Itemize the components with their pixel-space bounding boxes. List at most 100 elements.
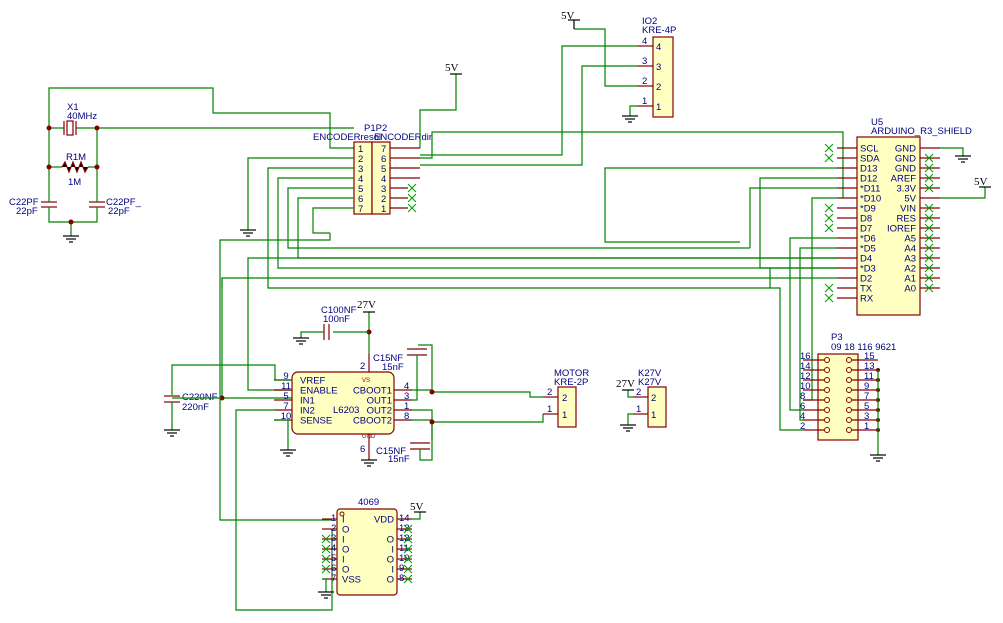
l6203-pin-name: VREF	[300, 376, 326, 387]
u4069-pin-number: 12	[399, 533, 410, 544]
p3-pin-number: 7	[864, 391, 869, 402]
u5-pin-label: 5V	[904, 194, 916, 205]
no-connect-marker	[824, 143, 834, 153]
no-connect-marker	[403, 554, 413, 564]
no-connect-marker	[403, 534, 413, 544]
u5-pin-label: D8	[860, 214, 872, 225]
u4069-pin-number: 8	[399, 573, 404, 584]
u4069-pin-name: I	[391, 565, 394, 576]
power-5v-label: 5V	[410, 501, 424, 513]
l6203-pin-name: OUT1	[367, 396, 392, 407]
no-connect-marker	[403, 564, 413, 574]
u4069-pin-number: 7	[331, 573, 336, 584]
u5-pin-label: AREF	[891, 174, 917, 185]
l6203-pin-name: OUT2	[367, 406, 392, 417]
u4069-pin-name: I	[391, 545, 394, 556]
p3-pin-number: 10	[800, 381, 811, 392]
u5-pin-label: D4	[860, 254, 872, 265]
cap-c220nf-value: 220nF	[182, 402, 209, 413]
power-5v-label: 5V	[561, 10, 575, 22]
no-connect-marker	[321, 554, 331, 564]
ground-symbol	[622, 115, 638, 123]
u4069-pin-name: VDD	[374, 515, 394, 526]
crystal-oscillator-block: X1 40MHz R1M 1M C22PF 22pF C22PF_ 22pF	[9, 87, 354, 243]
u5-pin-label: A1	[904, 274, 916, 285]
u5-pin-label: 3.3V	[896, 184, 916, 195]
u4069-pin-name: O	[387, 535, 394, 546]
p3-pin-number: 15	[864, 351, 875, 362]
p3-value: 09 18 116 9621	[831, 342, 896, 353]
resistor-symbol	[61, 160, 89, 174]
u4069-pin-name: O	[342, 565, 349, 576]
u4069-pin-number: 1	[331, 513, 336, 524]
u4069-pin-number: 5	[331, 553, 336, 564]
no-connect-marker	[924, 203, 934, 213]
svg-text:2: 2	[381, 194, 386, 205]
no-connect-marker	[824, 293, 834, 303]
l6203-vs: VS	[362, 378, 370, 384]
svg-text:7: 7	[381, 144, 386, 155]
svg-text:3: 3	[358, 164, 363, 175]
no-connect-marker	[824, 203, 834, 213]
l6203-pin-name: IN1	[300, 396, 315, 407]
u4069-pin-name: I	[342, 515, 345, 526]
connector-io2: 4 4 3 3 2 2 1 1 IO2 KRE-4P 5V	[420, 10, 676, 166]
u5-pin-label: *D11	[860, 184, 880, 195]
u5-pin-label: A5	[904, 234, 916, 245]
u4069-pin-number: 9	[399, 563, 404, 574]
k27v-pin: 1	[651, 410, 656, 421]
cap-c22pf-value: 22pF	[16, 206, 38, 217]
l6203-pin-name: CBOOT2	[353, 416, 392, 427]
capacitor-symbol	[89, 198, 105, 212]
no-connect-marker	[824, 283, 834, 293]
no-connect-marker	[321, 534, 331, 544]
p3-ref: P3	[831, 332, 843, 343]
no-connect-marker	[924, 253, 934, 263]
l6203-pin-name: IN2	[300, 406, 315, 417]
u5-left-pins: SCLSDAD13D12*D11*D10*D9D8D7*D6*D5D4*D3D2…	[824, 143, 881, 305]
u4069-ref: 4069	[358, 497, 379, 508]
ground-symbol	[240, 229, 256, 237]
power-5v-label: 5V	[974, 176, 988, 188]
l6203-bottom-pin: 6	[360, 444, 365, 455]
k27v-pin: 2	[651, 393, 656, 404]
u4069-pin-name: O	[387, 555, 394, 566]
no-connect-marker	[924, 243, 934, 253]
u4069-pin-name: VSS	[342, 575, 361, 586]
no-connect-marker	[403, 544, 413, 554]
no-connect-marker	[924, 233, 934, 243]
u5-pin-label: D7	[860, 224, 872, 235]
u4069-pin-number: 4	[331, 543, 336, 554]
arduino-shield-u5: U5 ARDUINO_R3_SHIELD SCLSDAD13D12*D11*D1…	[221, 117, 991, 421]
u5-pin-label: SDA	[860, 154, 880, 165]
cap-c15nf-ref: C15NF	[373, 353, 403, 364]
no-connect-marker	[403, 574, 413, 584]
svg-text:5: 5	[358, 184, 363, 195]
l6203-pin-number: 1	[404, 401, 409, 412]
u4069-pin-name: I	[342, 535, 345, 546]
no-connect-marker	[824, 213, 834, 223]
u5-pin-label: RES	[896, 214, 916, 225]
l6203-pin-number: 5	[283, 391, 288, 402]
u4069-pin-number: 14	[399, 513, 410, 524]
cap-c15nf2-value: 15nF	[388, 454, 410, 465]
svg-text:4: 4	[381, 174, 386, 185]
u4069-pin-name: O	[342, 525, 349, 536]
p3-pin-number: 8	[800, 391, 805, 402]
ground-symbol	[955, 155, 971, 163]
u5-ref: U5	[871, 117, 883, 128]
no-connect-marker	[924, 273, 934, 283]
u5-pin-label: A2	[904, 264, 916, 275]
io2-value: KRE-4P	[642, 25, 676, 36]
motor-pin: 1	[547, 404, 552, 415]
p3-pin-number: 16	[800, 351, 811, 362]
l6203-pin-number: 3	[404, 391, 409, 402]
u5-pin-label: *D3	[860, 264, 876, 275]
u4069-pin-name: O	[387, 575, 394, 586]
no-connect-marker	[924, 263, 934, 273]
p3-pin-number: 2	[800, 421, 805, 432]
p1p2-ref: P1P2	[364, 123, 387, 134]
resistor-value: 1M	[68, 177, 81, 188]
